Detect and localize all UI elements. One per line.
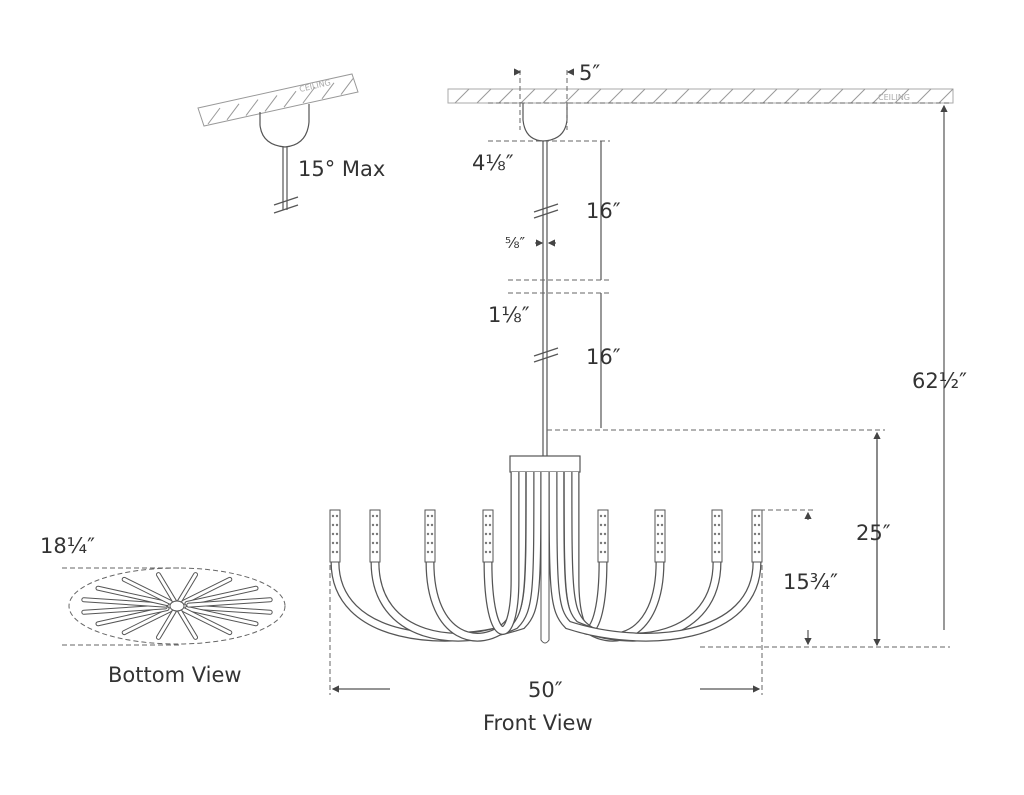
dim-stem-diameter: ⅝″ xyxy=(505,234,526,252)
dim-stem-1: 16″ xyxy=(586,199,621,223)
arm-light-tip xyxy=(424,509,436,563)
arm-light-tip xyxy=(482,509,494,563)
arm-light-tip xyxy=(751,509,763,563)
arm xyxy=(555,471,722,642)
chandelier-arms xyxy=(329,471,763,644)
dimension-lines xyxy=(62,68,950,695)
dim-width: 50″ xyxy=(528,678,563,702)
front-view-label: Front View xyxy=(483,711,593,735)
ceiling: CEILING xyxy=(447,88,954,104)
slope-label: 15° Max xyxy=(298,157,385,181)
arm-light-tip xyxy=(329,509,341,563)
ceiling-label: CEILING xyxy=(878,93,910,102)
dim-bottom-depth: 18¼″ xyxy=(40,534,95,558)
bottom-view xyxy=(68,567,286,645)
arm-light-tip xyxy=(369,509,381,563)
dim-arm-height: 15¾″ xyxy=(783,570,838,594)
dim-fixture-height: 25″ xyxy=(856,521,891,545)
dim-canopy-height: 4⅛″ xyxy=(472,151,514,175)
arm-light-tip xyxy=(597,509,609,563)
dim-stem-2: 16″ xyxy=(586,345,621,369)
dim-coupler: 1⅛″ xyxy=(488,303,530,327)
sloped-ceiling-detail: CEILING 15° Max xyxy=(197,73,385,214)
arm-light-tip xyxy=(654,509,666,563)
dim-canopy-width: 5″ xyxy=(579,61,600,85)
dimension-labels: 5″ 4⅛″ 16″ ⅝″ 1⅛″ 16″ 62½″ 25″ 15¾″ 50″ … xyxy=(40,61,967,735)
arm-light-tip xyxy=(711,509,723,563)
arm xyxy=(370,471,535,642)
bottom-view-label: Bottom View xyxy=(108,663,242,687)
dim-overall-height: 62½″ xyxy=(912,369,967,393)
canopy-and-stem xyxy=(509,103,581,473)
